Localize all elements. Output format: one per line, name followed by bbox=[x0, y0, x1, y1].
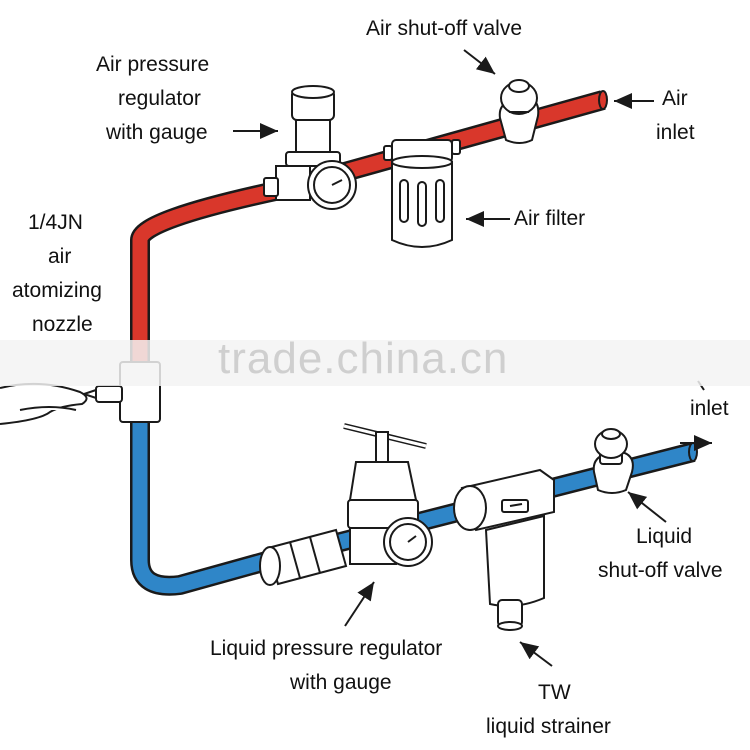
label-air-inlet-1: Air bbox=[662, 87, 688, 110]
air-filter bbox=[383, 139, 461, 248]
watermark-text: trade.china.cn bbox=[218, 334, 509, 383]
label-strainer-1: TW bbox=[538, 681, 571, 704]
label-air-shutoff-valve: Air shut-off valve bbox=[366, 17, 523, 40]
air-pressure-regulator bbox=[263, 85, 357, 210]
liquid-line bbox=[130, 400, 698, 596]
liquid-pressure-regulator bbox=[259, 423, 433, 586]
label-air-regulator-2: regulator bbox=[118, 87, 201, 110]
air-line bbox=[130, 90, 608, 362]
label-nozzle-3: atomizing bbox=[12, 279, 102, 302]
label-nozzle-2: air bbox=[48, 245, 72, 268]
air-pipe-fill bbox=[132, 92, 606, 362]
label-liquid-regulator-2: with gauge bbox=[290, 671, 392, 694]
label-liquid-shutoff-1: Liquid bbox=[636, 525, 693, 548]
label-liquid-shutoff-2: shut-off valve bbox=[598, 559, 723, 582]
label-nozzle-1: 1/4JN bbox=[28, 211, 83, 234]
liquid-pipe-fill bbox=[132, 400, 695, 594]
label-air-filter: Air filter bbox=[514, 207, 586, 230]
air-shutoff-valve bbox=[498, 79, 540, 144]
liquid-strainer bbox=[453, 468, 555, 631]
label-liquid-regulator-1: Liquid pressure regulator bbox=[210, 637, 443, 660]
watermark-band bbox=[0, 340, 750, 386]
label-air-regulator-3: with gauge bbox=[106, 121, 208, 144]
label-liquid-inlet: inlet bbox=[690, 397, 729, 420]
label-air-inlet-2: inlet bbox=[656, 121, 695, 144]
label-strainer-2: liquid strainer bbox=[486, 715, 611, 738]
label-nozzle-4: nozzle bbox=[32, 313, 93, 334]
hand bbox=[0, 382, 88, 425]
label-air-regulator-1: Air pressure bbox=[96, 53, 210, 76]
liquid-shutoff-valve bbox=[592, 428, 634, 494]
